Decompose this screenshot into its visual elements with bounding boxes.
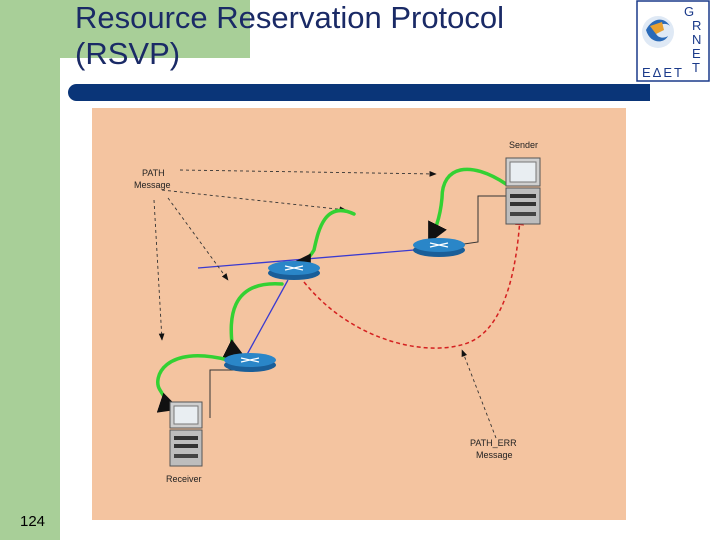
- grnet-logo: G R N E T ΕΔΕΤ: [636, 0, 710, 82]
- logo-letter-n: N: [692, 32, 701, 47]
- logo-letter-t: T: [692, 60, 700, 75]
- router-1-icon: [413, 238, 465, 257]
- logo-letter-e: E: [692, 46, 701, 61]
- path-message-label-line2: Message: [134, 180, 171, 190]
- rsvp-diagram: Sender Receiver PATH Message PATH_ERR Me…: [92, 108, 626, 520]
- page-number: 124: [20, 513, 46, 530]
- sender-computer-icon: [505, 157, 541, 225]
- content-corner: [60, 58, 72, 540]
- logo-subtitle: ΕΔΕΤ: [642, 65, 684, 80]
- router-2-icon: [268, 261, 320, 280]
- router-3-icon: [224, 353, 276, 372]
- path-err-route: [303, 216, 525, 349]
- slide-title: Resource Reservation Protocol(RSVP): [75, 0, 635, 72]
- logo-letter-r: R: [692, 18, 701, 33]
- title-line-1: Resource Reservation Protocol: [75, 0, 505, 35]
- path-message-label-line1: PATH: [142, 168, 165, 178]
- receiver-label: Receiver: [166, 474, 202, 484]
- path-err-label-line1: PATH_ERR: [470, 438, 517, 448]
- left-sidebar: [0, 0, 60, 540]
- receiver-computer-icon: [169, 401, 203, 467]
- logo-letter-g: G: [684, 4, 694, 19]
- title-line-2: (RSVP): [75, 36, 181, 71]
- title-tab-background: [60, 0, 250, 58]
- title-underline-bar: [68, 84, 650, 101]
- sender-label: Sender: [509, 140, 538, 150]
- path-message-pointers: [153, 169, 497, 439]
- network-links: [197, 195, 506, 418]
- path-err-label-line2: Message: [476, 450, 513, 460]
